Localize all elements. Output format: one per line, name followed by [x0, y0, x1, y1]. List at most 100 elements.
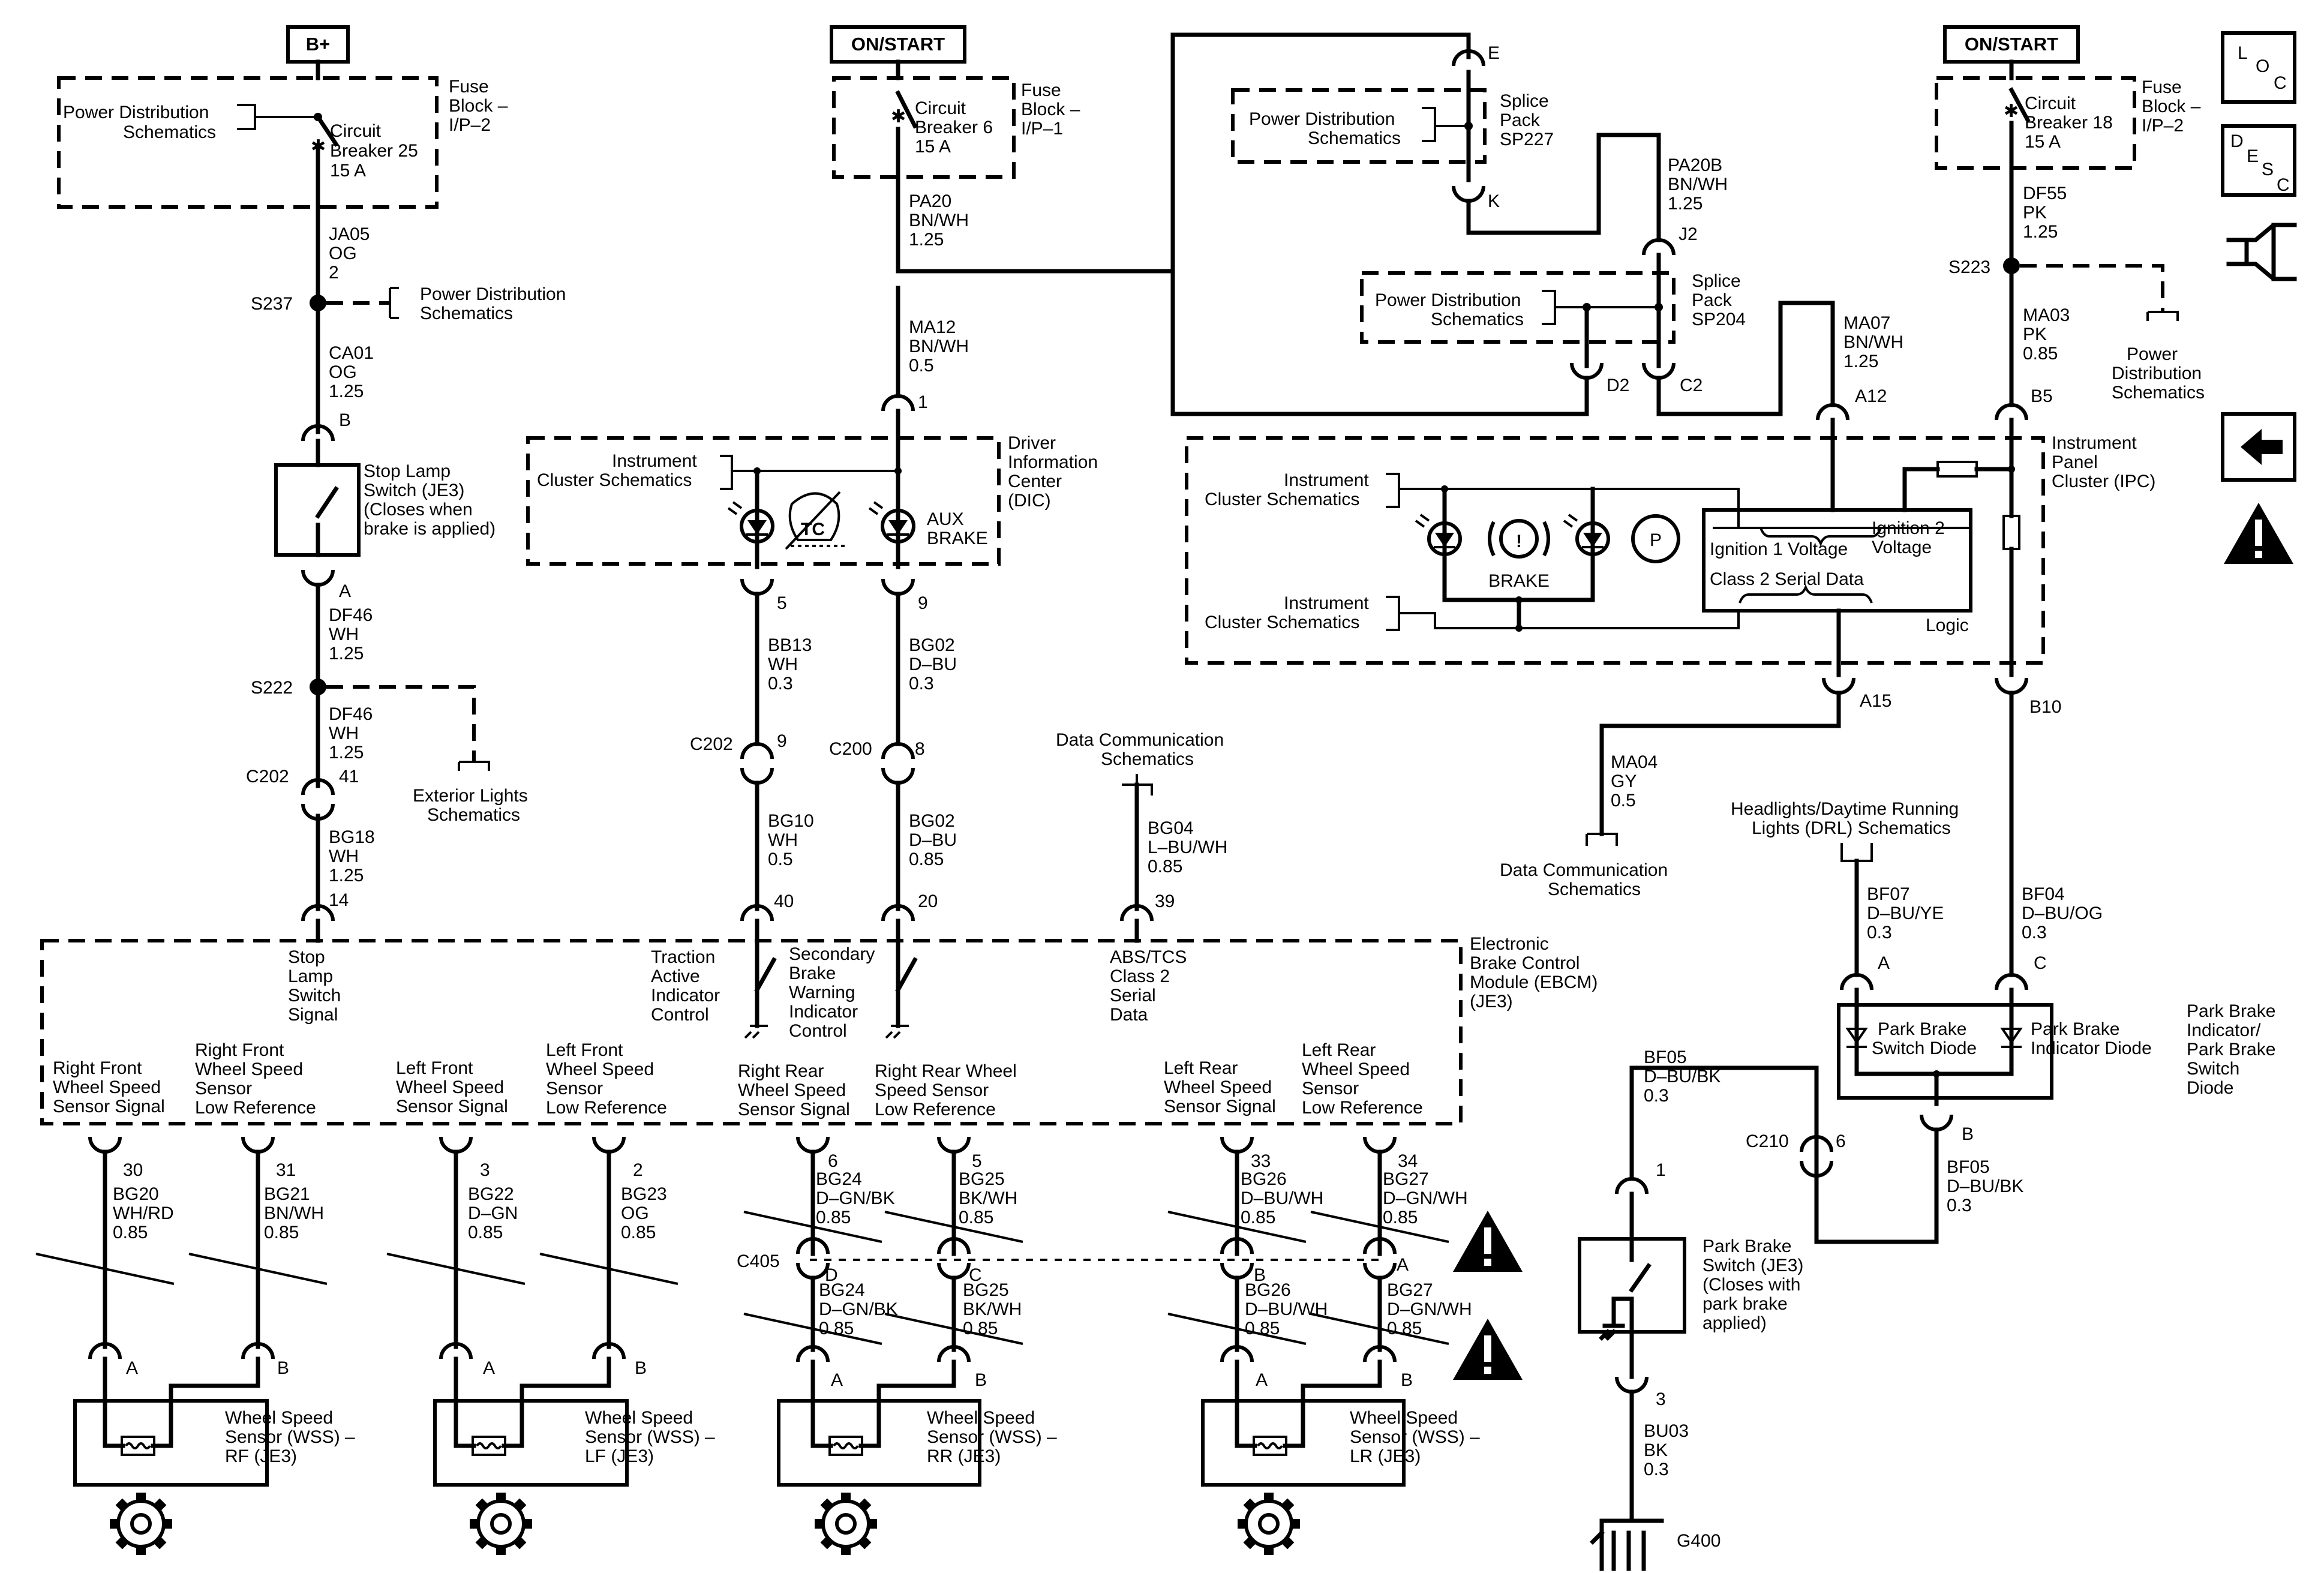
connector-icon[interactable]	[2226, 223, 2297, 281]
back-arrow-icon[interactable]	[2221, 412, 2296, 482]
fuse-block-ip2-left	[57, 76, 439, 209]
svg-text:applied): applied)	[1703, 1313, 1767, 1333]
svg-text:BG20: BG20	[113, 1184, 159, 1204]
warning-icon-side[interactable]	[2224, 503, 2293, 564]
svg-text:Indicator: Indicator	[651, 986, 720, 1005]
svg-text:WH: WH	[329, 625, 359, 644]
svg-text:Data: Data	[1110, 1005, 1148, 1025]
svg-text:WH: WH	[329, 846, 359, 866]
gear-icon	[457, 1479, 545, 1568]
svg-text:0.85: 0.85	[113, 1223, 148, 1242]
svg-text:Data Communication: Data Communication	[1056, 730, 1224, 750]
svg-text:Class 2: Class 2	[1110, 966, 1170, 986]
svg-text:Left Front: Left Front	[546, 1040, 623, 1060]
svg-text:BG21: BG21	[264, 1184, 310, 1204]
pin-b5: B5	[2031, 386, 2053, 406]
svg-text:Schematics: Schematics	[1308, 128, 1401, 148]
pin-40: 40	[774, 891, 794, 911]
pin-c405-a: A	[1397, 1255, 1409, 1275]
ground-g400	[1590, 1518, 1664, 1571]
aux-brake-indicator-led	[869, 502, 914, 542]
svg-text:Block –: Block –	[1021, 100, 1080, 119]
c405-label: C405	[737, 1251, 780, 1271]
svg-text:0.85: 0.85	[819, 1319, 854, 1338]
svg-text:WH: WH	[329, 724, 359, 743]
svg-text:Park Brake: Park Brake	[2031, 1019, 2119, 1039]
svg-text:SP204: SP204	[1692, 310, 1746, 329]
svg-text:Exterior Lights: Exterior Lights	[413, 786, 528, 806]
svg-text:Active: Active	[651, 966, 700, 986]
svg-text:Speed Sensor: Speed Sensor	[875, 1080, 989, 1100]
svg-text:Sensor Signal: Sensor Signal	[738, 1100, 850, 1119]
svg-text:D–BU/WH: D–BU/WH	[1245, 1299, 1328, 1319]
svg-text:A: A	[483, 1358, 495, 1378]
svg-text:PA20: PA20	[909, 191, 951, 211]
svg-text:Warning: Warning	[789, 983, 855, 1002]
svg-text:LF (JE3): LF (JE3)	[585, 1446, 654, 1466]
svg-text:Sensor (WSS) –: Sensor (WSS) –	[585, 1427, 715, 1447]
park-brake-diode-module	[1837, 1003, 2053, 1100]
svg-text:0.85: 0.85	[963, 1319, 998, 1338]
svg-text:Park Brake: Park Brake	[1878, 1019, 1966, 1039]
c200-pin: 8	[915, 739, 925, 759]
warning-icon-1	[1453, 1211, 1523, 1272]
svg-text:Voltage: Voltage	[1872, 538, 1932, 557]
svg-text:Breaker 25: Breaker 25	[330, 141, 418, 161]
svg-text:Instrument: Instrument	[2052, 433, 2137, 453]
svg-text:Power: Power	[2127, 344, 2178, 364]
pin-pb-a: A	[1878, 953, 1890, 973]
svg-text:BK/WH: BK/WH	[959, 1188, 1017, 1208]
splice-pack-sp204	[1360, 271, 1676, 344]
ign1-label: Ignition 1 Voltage	[1710, 539, 1848, 559]
svg-text:1.25: 1.25	[329, 866, 364, 885]
svg-text:(JE3): (JE3)	[1470, 992, 1513, 1011]
c210-label: C210	[1746, 1131, 1789, 1151]
gear-icon	[97, 1479, 185, 1568]
svg-text:Wheel Speed: Wheel Speed	[1350, 1408, 1458, 1428]
pin-6: 6	[828, 1151, 838, 1171]
pin-a12: A12	[1855, 386, 1887, 406]
svg-text:Power Distribution: Power Distribution	[420, 284, 566, 304]
bplus-label: B+	[306, 34, 331, 55]
park-indicator-led	[1564, 515, 1608, 554]
onstart-label-1: ON/START	[851, 34, 945, 55]
svg-text:Diode: Diode	[2187, 1078, 2233, 1098]
svg-text:BB13: BB13	[768, 635, 812, 655]
svg-text:Electronic: Electronic	[1470, 934, 1549, 954]
svg-text:D–GN/WH: D–GN/WH	[1387, 1299, 1472, 1319]
pin-pb-b: B	[1962, 1124, 1974, 1144]
loc-icon[interactable]: LOC	[2221, 31, 2296, 104]
svg-text:GY: GY	[1611, 772, 1637, 791]
ebcm-module	[40, 939, 1463, 1125]
pin-c405-b: B	[1254, 1265, 1266, 1285]
svg-text:Cluster (IPC): Cluster (IPC)	[2052, 472, 2155, 491]
svg-text:0.85: 0.85	[1383, 1208, 1418, 1227]
instrument-panel-cluster	[1185, 436, 2045, 665]
svg-text:Control: Control	[651, 1005, 709, 1025]
svg-text:BG23: BG23	[621, 1184, 667, 1204]
